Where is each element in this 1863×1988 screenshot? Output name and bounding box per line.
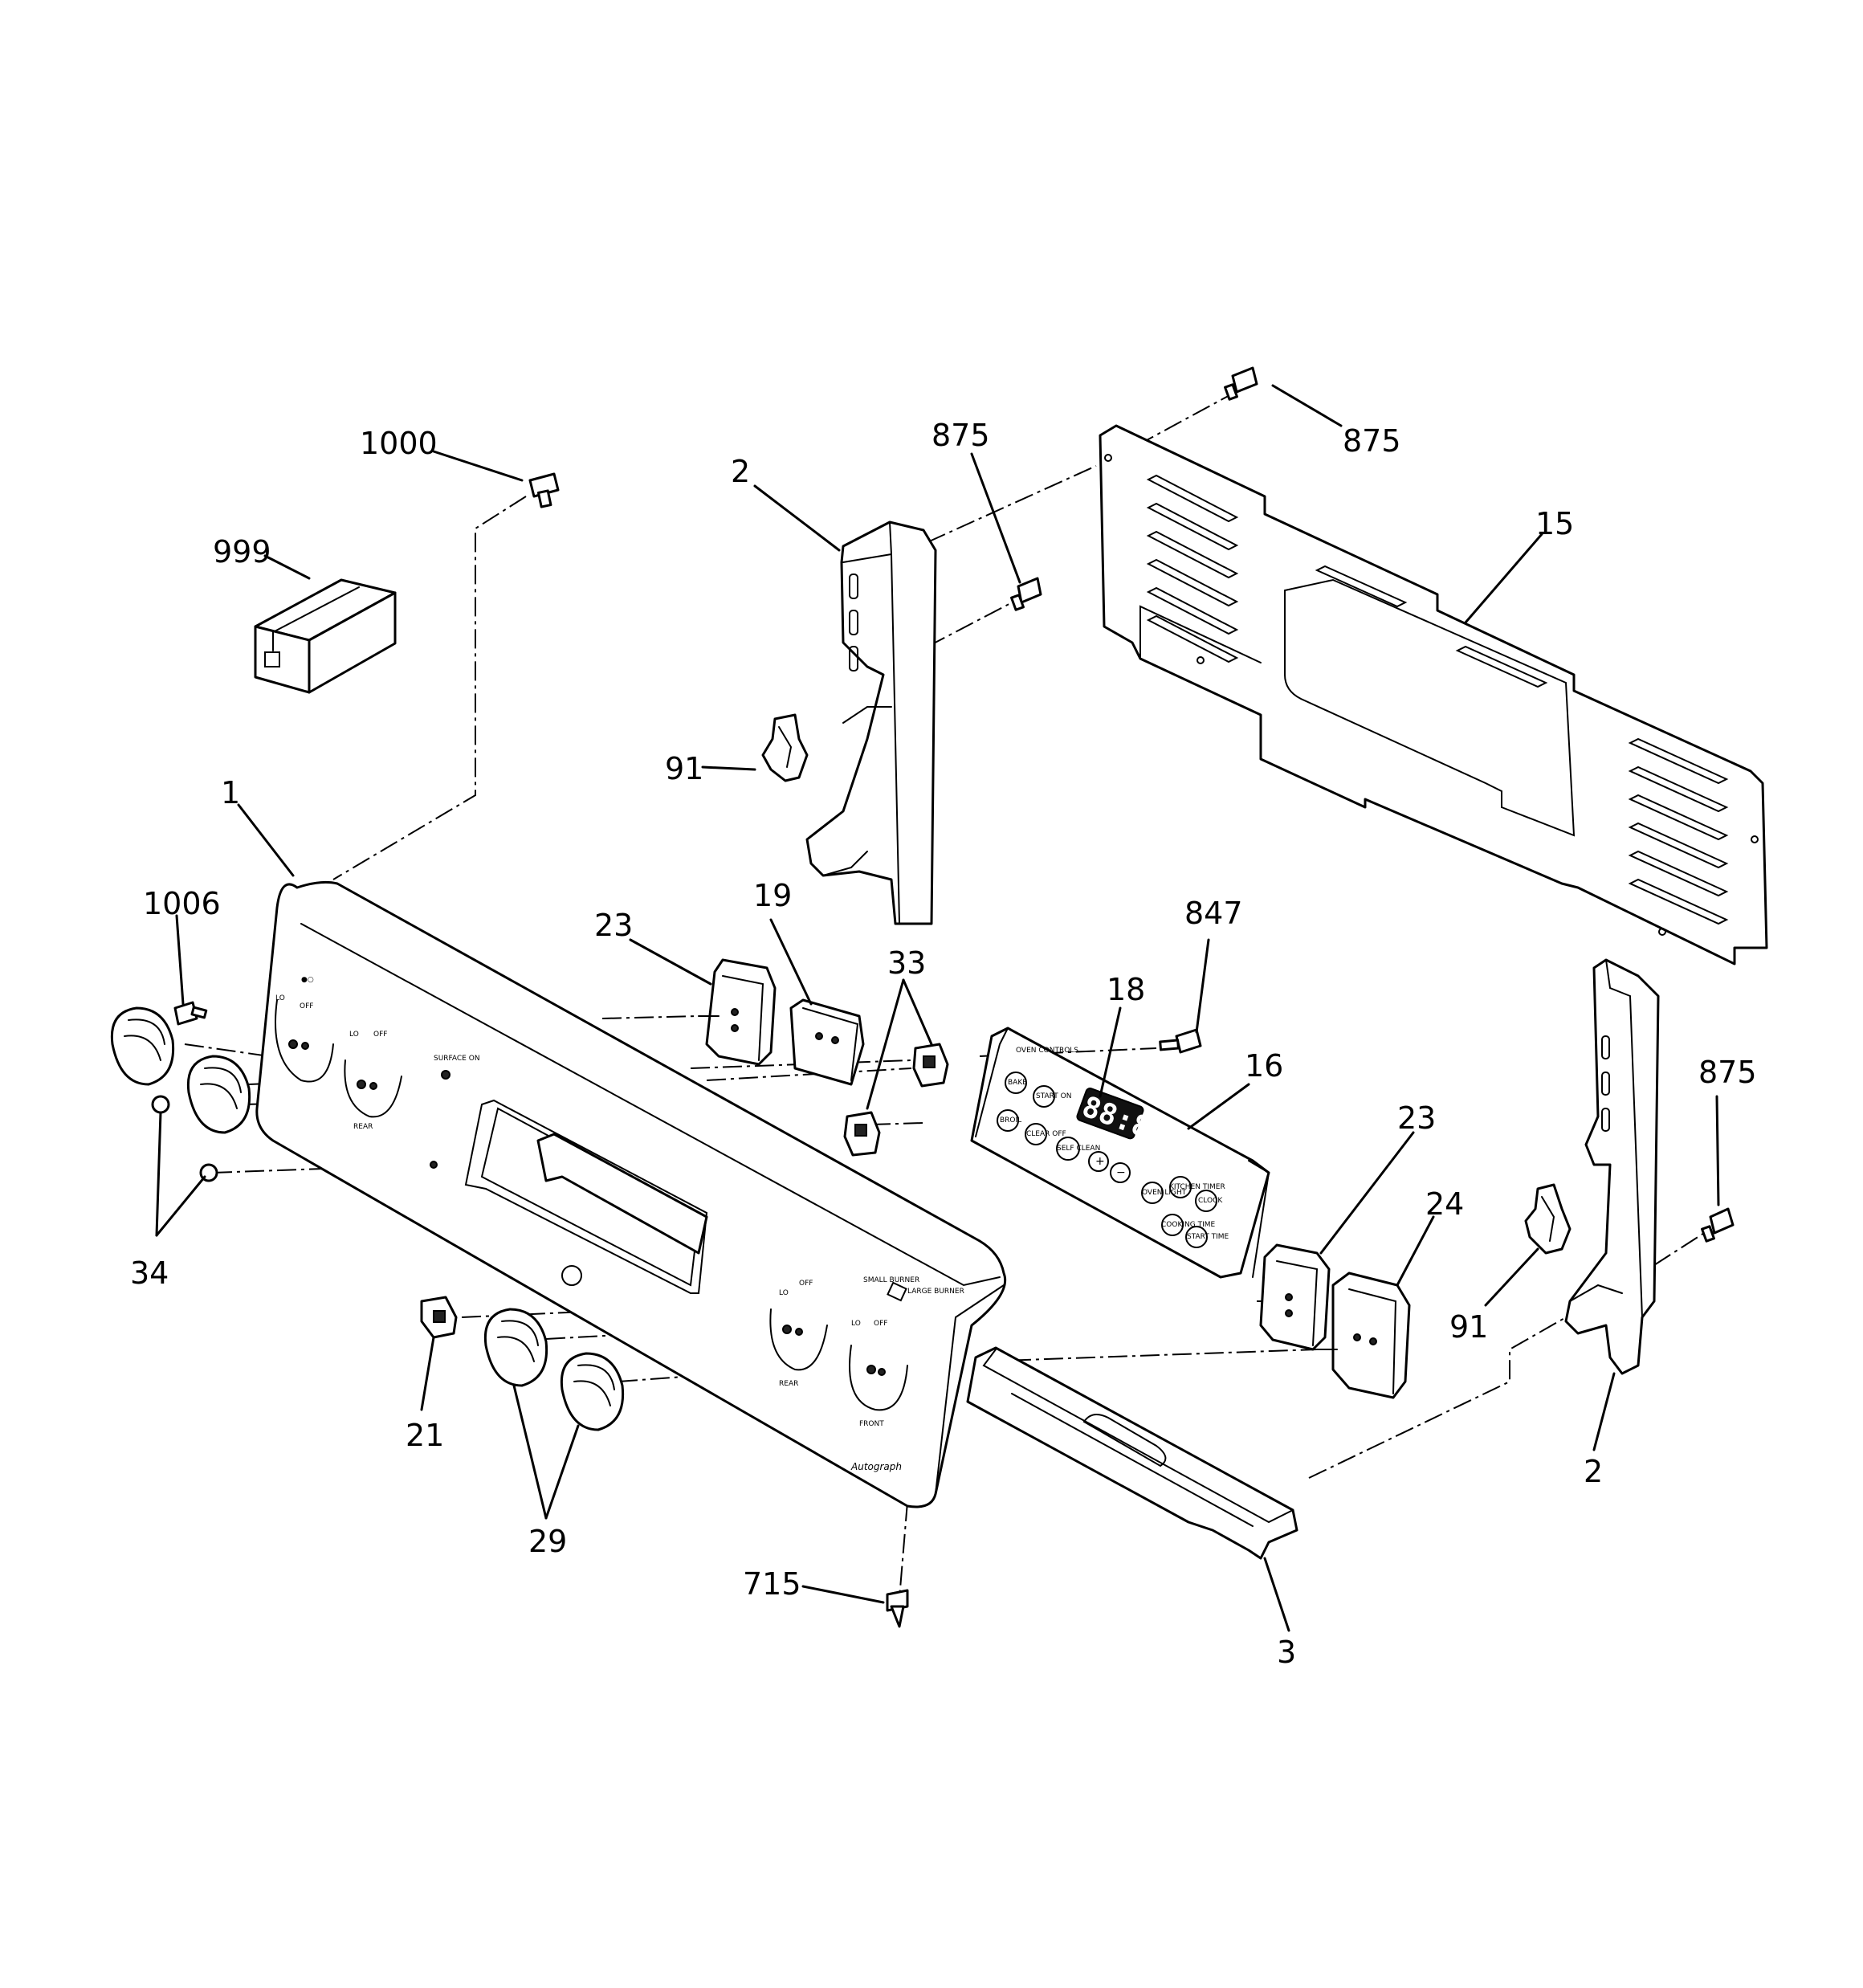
part-19-switch <box>789 998 865 1086</box>
panel-front: FRONT <box>859 1420 884 1428</box>
callout-2-right: 2 <box>1584 1454 1603 1489</box>
part-knob-left-1 <box>110 1006 175 1086</box>
callouts: 1000 999 1 1006 34 2 875 91 875 15 23 19… <box>130 418 1757 1670</box>
oven-controls-header: OVEN CONTROLS <box>1016 1047 1078 1055</box>
part-91-clip-a <box>761 713 809 782</box>
part-1-backsplash-panel: ●○ OFF LO OFF LO REAR SURFACE ON OFF LO … <box>255 880 1007 1508</box>
callout-34: 34 <box>130 1255 169 1291</box>
part-3-trim-strip <box>966 1346 1298 1560</box>
part-1006-screw <box>173 1001 208 1026</box>
part-23-switch-left <box>698 958 777 1066</box>
callout-875-lower: 875 <box>1698 1055 1757 1090</box>
start-time-key-label: START TIME <box>1187 1233 1229 1241</box>
callout-19: 19 <box>753 878 792 913</box>
panel-rear-1: REAR <box>353 1123 373 1131</box>
part-2-right-end-cap <box>1564 958 1660 1375</box>
part-33-switch-b <box>843 1111 881 1157</box>
part-21-switch <box>420 1296 458 1339</box>
part-knob-right-2 <box>560 1352 625 1431</box>
leader-lines <box>155 384 1720 1632</box>
callout-21: 21 <box>406 1418 444 1453</box>
callout-1006: 1006 <box>143 886 221 921</box>
callout-91-left: 91 <box>665 751 703 786</box>
part-875-screw-b <box>1224 366 1258 401</box>
callout-24: 24 <box>1425 1186 1464 1222</box>
callout-29: 29 <box>528 1524 567 1559</box>
callout-3: 3 <box>1277 1635 1296 1670</box>
callout-875-top: 875 <box>932 418 990 453</box>
minus-key-label: − <box>1116 1166 1126 1179</box>
callout-33: 33 <box>887 945 926 981</box>
part-33-switch-a <box>912 1043 949 1088</box>
part-15-rear-panel <box>1099 424 1768 965</box>
panel-small-burner: SMALL BURNER <box>863 1276 919 1284</box>
oven-light-key-label: OVEN LIGHT <box>1142 1189 1187 1197</box>
part-999-carton <box>254 578 397 694</box>
cooking-time-key-label: COOKING TIME <box>1161 1221 1215 1229</box>
panel-burner-icon-1: ●○ <box>301 976 314 984</box>
callout-1: 1 <box>221 775 240 810</box>
panel-burner-on: SURFACE ON <box>434 1055 480 1063</box>
panel-off-2: OFF <box>373 1031 387 1039</box>
panel-off-3: OFF <box>799 1280 813 1288</box>
callout-15: 15 <box>1535 506 1574 541</box>
kitchen-timer-key-label: KITCHEN TIMER <box>1169 1183 1225 1191</box>
part-1000-screw <box>528 472 560 508</box>
callout-23-right: 23 <box>1397 1100 1436 1136</box>
part-16-oven-control: OVEN CONTROLS BAKE START ON BROIL CLEAR … <box>970 1027 1270 1279</box>
callout-16: 16 <box>1245 1048 1283 1084</box>
panel-lo-3: LO <box>779 1289 789 1297</box>
panel-lo-2: LO <box>349 1031 359 1039</box>
callout-999: 999 <box>213 534 271 569</box>
callout-2-left: 2 <box>731 454 750 489</box>
panel-off-4: OFF <box>874 1320 887 1328</box>
clear-key-label: CLEAR OFF <box>1026 1130 1066 1138</box>
callout-875-right: 875 <box>1343 423 1401 459</box>
callout-847: 847 <box>1184 896 1243 931</box>
part-23-switch-right <box>1259 1243 1331 1351</box>
part-875-screw-a <box>1010 577 1042 611</box>
part-knob-left-2 <box>186 1055 251 1134</box>
bake-key-label: BAKE <box>1008 1079 1027 1087</box>
part-91-clip-b <box>1524 1183 1572 1255</box>
part-715-screw <box>886 1589 909 1628</box>
part-knob-right-1 <box>483 1308 548 1387</box>
panel-brand: Autograph <box>850 1461 902 1472</box>
callout-18: 18 <box>1107 972 1145 1007</box>
part-847-screw <box>1159 1028 1202 1054</box>
callout-1000: 1000 <box>360 426 438 461</box>
clock-key-label: CLOCK <box>1198 1197 1223 1205</box>
plus-key-label: + <box>1095 1155 1105 1168</box>
start-key-label: START ON <box>1036 1092 1071 1100</box>
callout-91-right: 91 <box>1449 1309 1488 1345</box>
panel-rear-2: REAR <box>779 1380 798 1388</box>
rear-panel-vents-right <box>1628 737 1729 925</box>
part-24-switch <box>1316 1272 1411 1399</box>
self-clean-key-label: SELF CLEAN <box>1057 1145 1100 1153</box>
panel-lo-1: LO <box>275 994 285 1002</box>
broil-key-label: BROIL <box>1000 1116 1021 1125</box>
part-2-left-end-cap <box>805 520 937 925</box>
callout-23-left: 23 <box>594 908 633 943</box>
callout-715: 715 <box>743 1566 801 1602</box>
panel-lo-4: LO <box>851 1320 861 1328</box>
panel-off-1: OFF <box>300 1002 313 1010</box>
panel-large-burner: LARGE BURNER <box>907 1288 964 1296</box>
part-875-screw-c <box>1701 1207 1735 1243</box>
rear-panel-vents-left <box>1146 474 1239 663</box>
